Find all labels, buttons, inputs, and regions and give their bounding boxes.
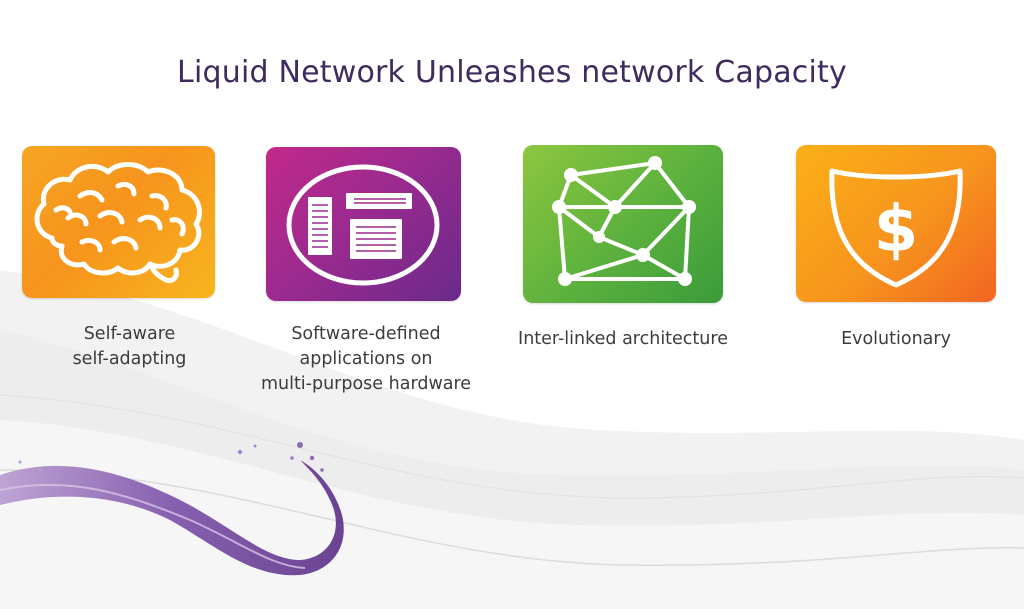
dollar-shield-icon: $: [829, 168, 963, 288]
svg-text:$: $: [874, 193, 919, 267]
caption-line: Self-aware: [83, 324, 176, 344]
network-mesh-icon: [552, 156, 696, 286]
feature-tile-self-aware: [22, 146, 215, 298]
feature-tile-inter-linked: [523, 145, 723, 303]
feature-caption-inter-linked: Inter-linked architecture: [503, 327, 743, 352]
caption-line: self-adapting: [72, 349, 187, 369]
caption-line: multi-purpose hardware: [260, 374, 472, 394]
feature-caption-software-defined: Software-defined applications on multi-p…: [246, 322, 486, 397]
caption-line: Software-defined: [291, 324, 441, 344]
feature-caption-evolutionary: Evolutionary: [776, 327, 1016, 352]
feature-caption-self-aware: Self-aware self-adapting: [22, 322, 237, 372]
caption-line: Evolutionary: [841, 329, 951, 349]
servers-icon: [286, 164, 440, 286]
caption-line: applications on: [299, 349, 433, 369]
feature-tile-software-defined: [266, 147, 461, 301]
brain-icon: [34, 162, 202, 283]
slide-title: Liquid Network Unleashes network Capacit…: [177, 55, 847, 90]
caption-line: Inter-linked architecture: [518, 329, 728, 349]
feature-tile-evolutionary: $: [796, 145, 996, 302]
liquid-splash-graphic: [0, 442, 344, 576]
